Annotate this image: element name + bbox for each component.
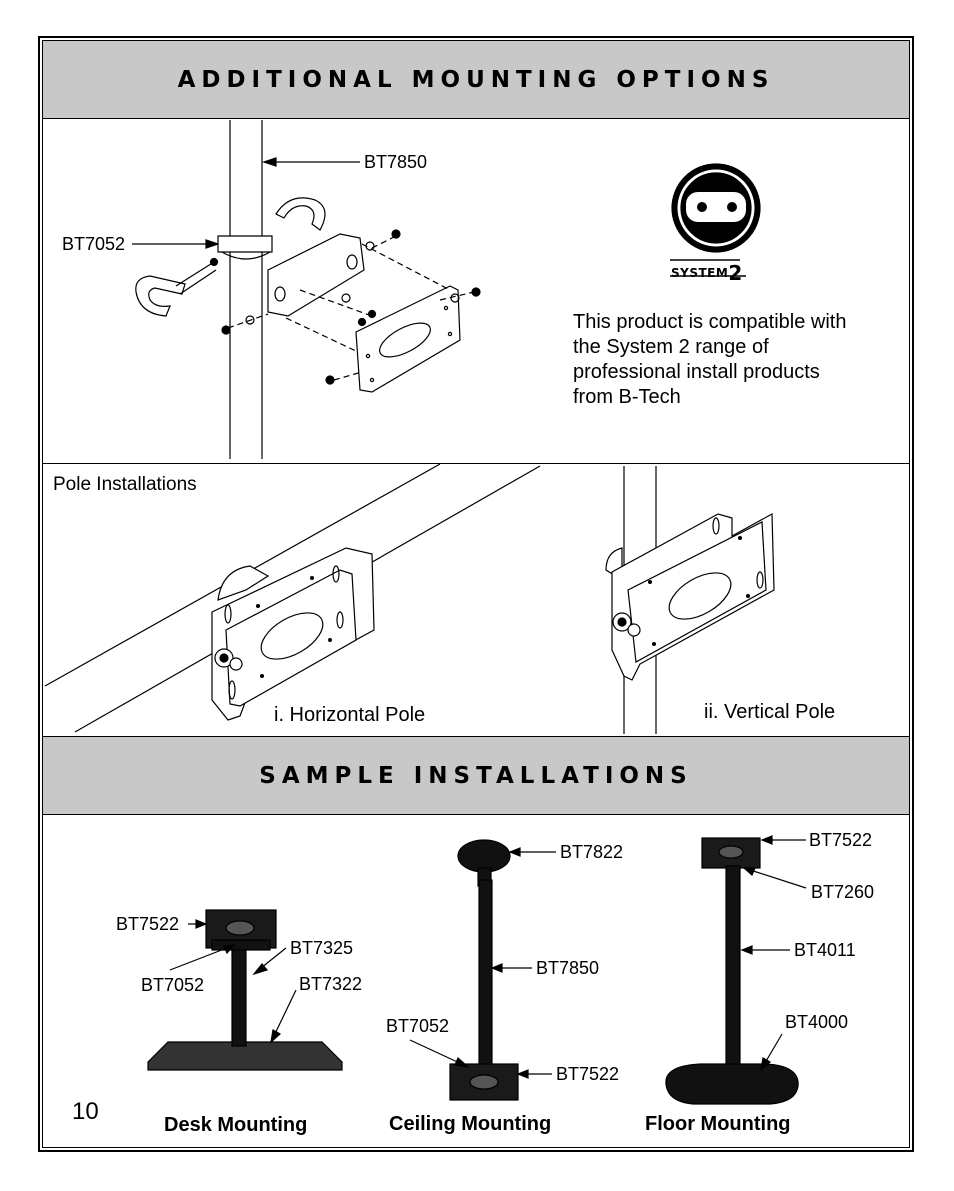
page-number: 10 (72, 1098, 99, 1125)
ceiling-callout-bt7522: BT7522 (556, 1064, 620, 1084)
floor-mount-illustration (665, 835, 807, 1105)
floor-callout-bt4011: BT4011 (794, 940, 856, 960)
floor-callout-bt7260: BT7260 (811, 882, 875, 902)
sample-installations-header: Sample Installations (43, 736, 909, 815)
sample-installations-title: Sample Installations (259, 762, 693, 789)
horizontal-pole-illustration (44, 463, 541, 733)
desk-mounting-caption: Desk Mounting (164, 1114, 308, 1136)
floor-mounting-caption: Floor Mounting (645, 1113, 791, 1135)
system2-description: This product is compatible with the Syst… (573, 311, 847, 408)
ceiling-callout-bt7052: BT7052 (386, 1016, 450, 1036)
pole-diagram-illustration (132, 120, 481, 459)
section-divider (43, 463, 909, 464)
pole-installations-heading: Pole Installations (53, 474, 197, 495)
ceiling-callout-bt7822: BT7822 (560, 842, 624, 862)
floor-callout-bt7522: BT7522 (809, 830, 873, 850)
system2-logo-text: SYSTEM2 (671, 261, 743, 285)
desk-callout-bt7322: BT7322 (299, 974, 363, 994)
desk-mount-illustration (147, 909, 343, 1071)
system2-logo-icon (670, 163, 761, 277)
ceiling-callout-bt7850: BT7850 (536, 958, 600, 978)
desk-callout-bt7052: BT7052 (141, 975, 205, 995)
desk-callout-bt7325: BT7325 (290, 938, 354, 958)
callout-bt7850: BT7850 (364, 152, 428, 172)
vertical-pole-illustration (605, 466, 775, 734)
ceiling-mounting-caption: Ceiling Mounting (389, 1113, 552, 1135)
ceiling-mount-illustration (409, 839, 556, 1101)
desk-callout-bt7522: BT7522 (116, 914, 180, 934)
additional-options-header: Additional Mounting Options (43, 40, 909, 119)
floor-callout-bt4000: BT4000 (785, 1012, 849, 1032)
horizontal-pole-label: i. Horizontal Pole (274, 704, 426, 726)
additional-options-title: Additional Mounting Options (177, 66, 775, 93)
callout-bt7052: BT7052 (62, 234, 126, 254)
page-outer-frame (38, 36, 914, 1152)
vertical-pole-label: ii. Vertical Pole (704, 701, 836, 723)
